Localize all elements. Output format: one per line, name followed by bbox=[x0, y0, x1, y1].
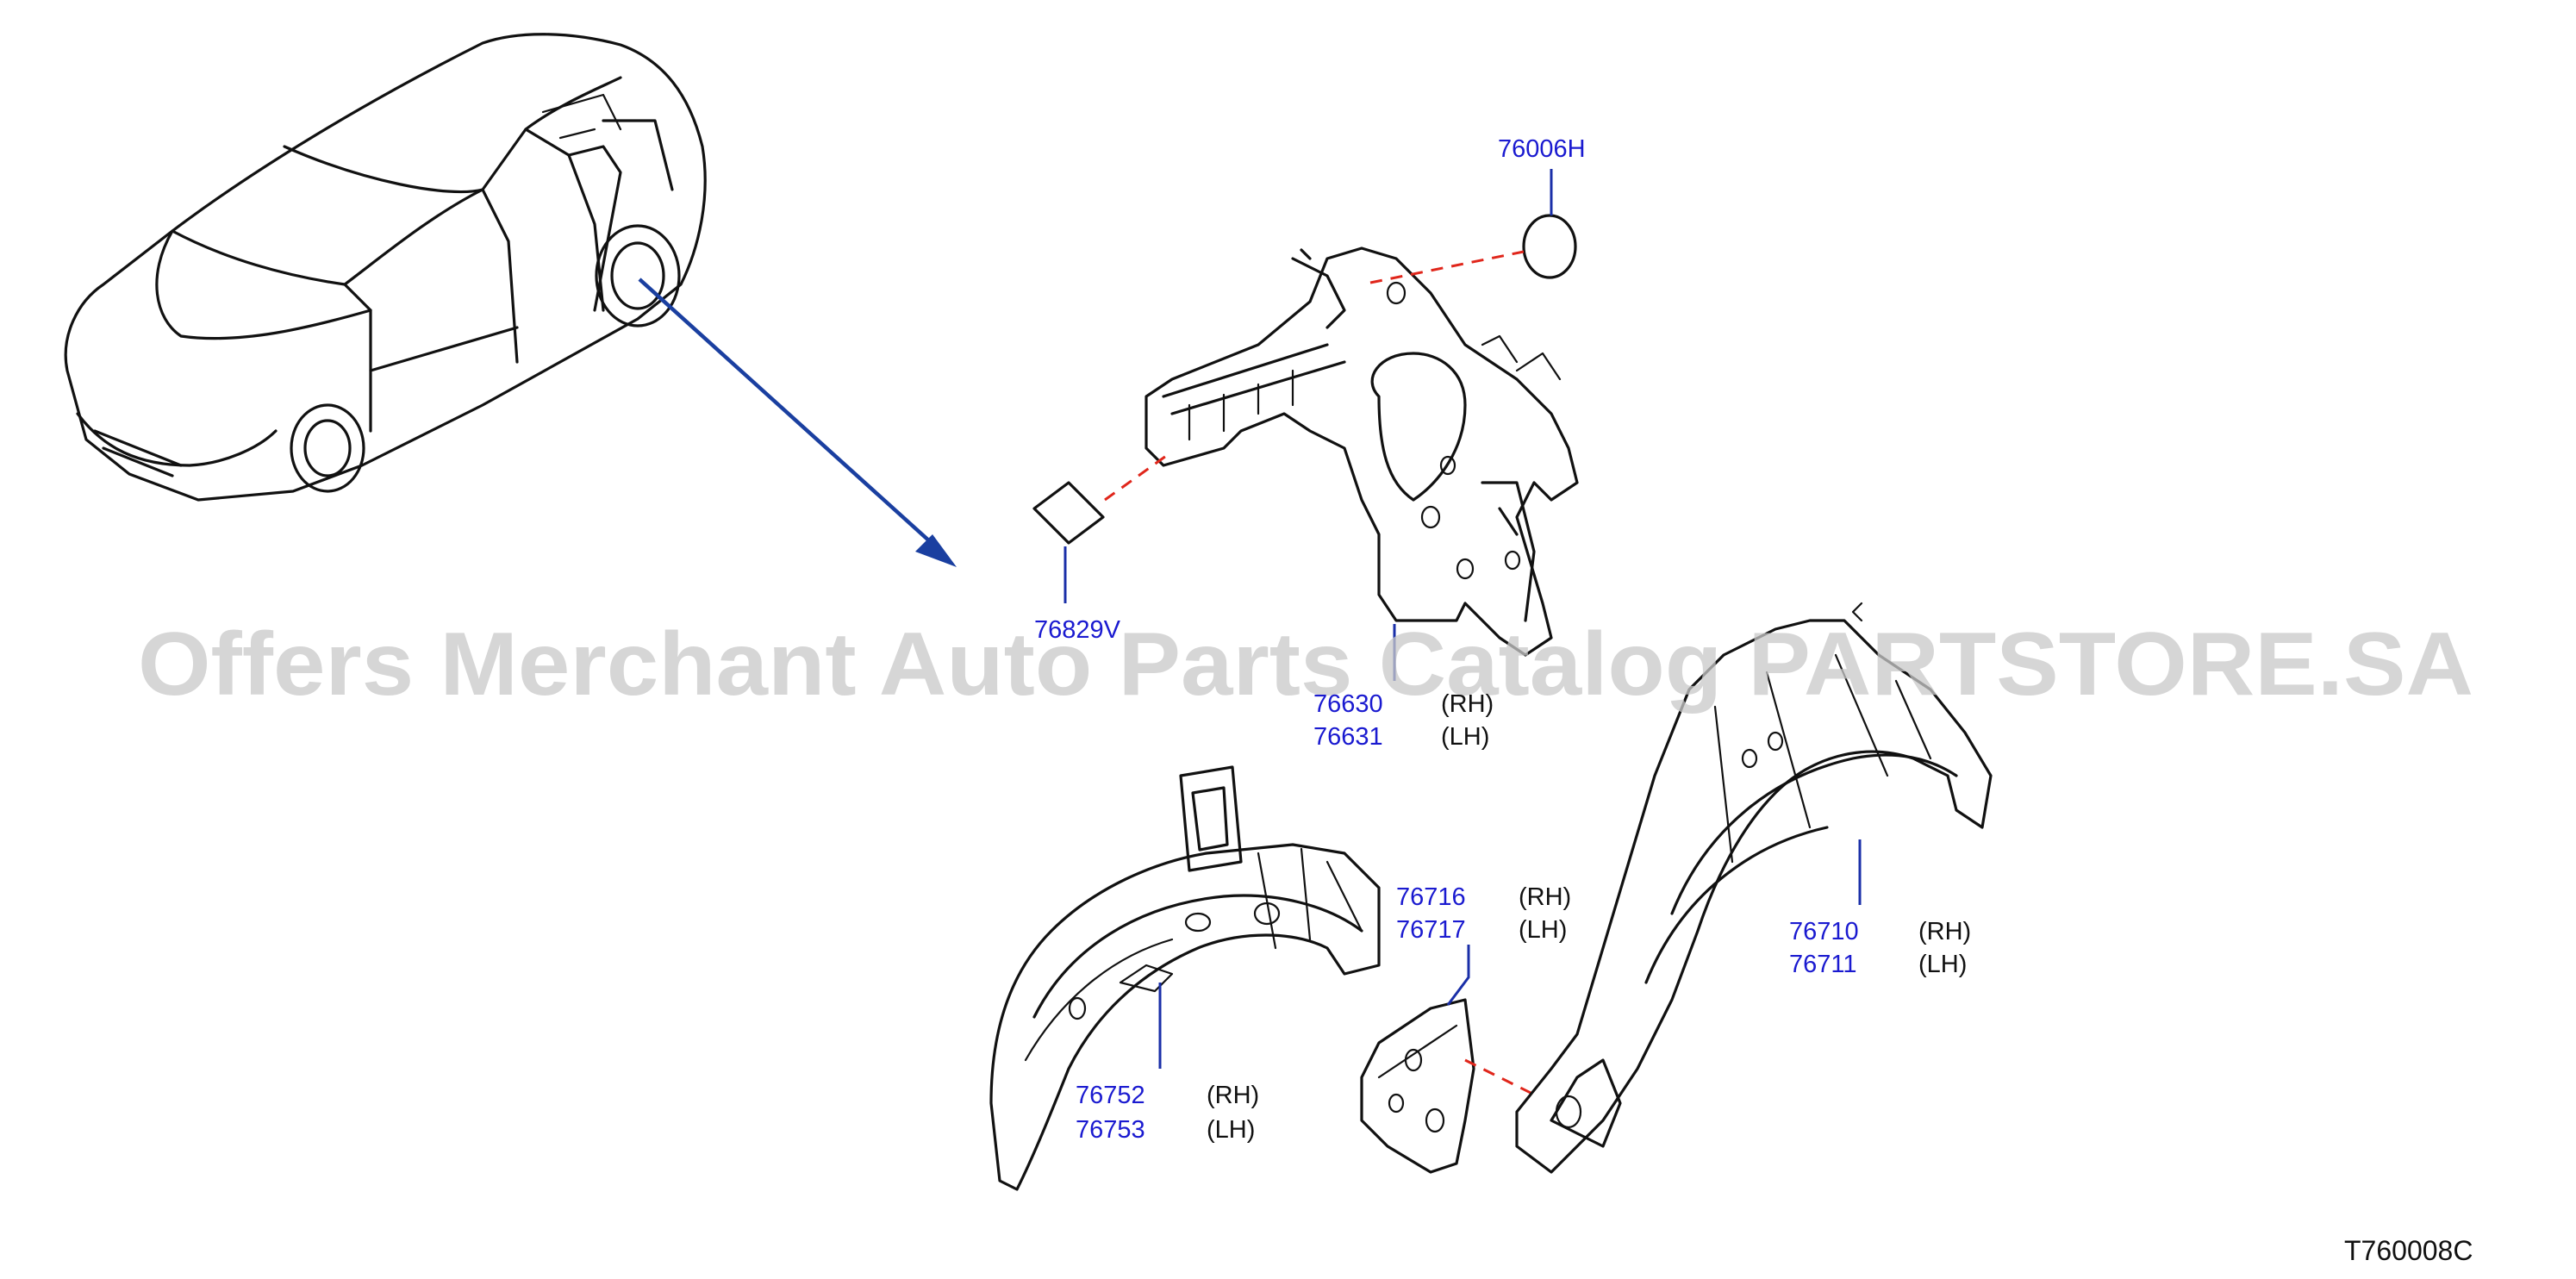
dashed-link-grommet bbox=[1369, 250, 1525, 284]
dashed-link-pad bbox=[1104, 450, 1173, 502]
leader-76716 bbox=[1446, 945, 1470, 1006]
side-label: (LH) bbox=[1207, 1116, 1255, 1144]
part-number-label[interactable]: 76716 bbox=[1396, 883, 1466, 911]
side-label: (RH) bbox=[1441, 690, 1494, 718]
dashed-link-plate bbox=[1464, 1058, 1535, 1096]
side-label: (LH) bbox=[1519, 916, 1567, 944]
rear-pillar-bracket-76630 bbox=[1145, 246, 1579, 657]
part-number-label[interactable]: 76829V bbox=[1034, 616, 1121, 644]
part-number-label[interactable]: 76717 bbox=[1396, 916, 1466, 944]
part-number-label[interactable]: 76710 bbox=[1789, 918, 1859, 945]
pad-76829v bbox=[1032, 481, 1105, 545]
diagram-code: T760008C bbox=[2344, 1235, 2473, 1266]
part-number-label[interactable]: 76752 bbox=[1076, 1082, 1145, 1109]
part-number-label[interactable]: 76006H bbox=[1498, 135, 1586, 163]
view-pointer-arrow bbox=[638, 278, 957, 567]
side-label: (RH) bbox=[1519, 883, 1571, 911]
wheel-house-outer-76710 bbox=[1515, 602, 1993, 1174]
wheel-house-inner-76752 bbox=[989, 765, 1381, 1191]
side-label: (RH) bbox=[1918, 918, 1971, 945]
side-label: (LH) bbox=[1918, 951, 1967, 978]
side-label: (LH) bbox=[1441, 723, 1489, 751]
grommet-76006h bbox=[1522, 214, 1577, 279]
part-number-label[interactable]: 76630 bbox=[1313, 690, 1383, 718]
side-label: (RH) bbox=[1207, 1082, 1259, 1109]
part-number-label[interactable]: 76753 bbox=[1076, 1116, 1145, 1144]
watermark-text: Offers Merchant Auto Parts Catalog PARTS… bbox=[138, 615, 2473, 714]
car-overview-illustration bbox=[64, 33, 707, 502]
part-number-label[interactable]: 76631 bbox=[1313, 723, 1383, 751]
reinforcement-plate-76716 bbox=[1360, 998, 1475, 1174]
part-number-label[interactable]: 76711 bbox=[1789, 951, 1857, 978]
